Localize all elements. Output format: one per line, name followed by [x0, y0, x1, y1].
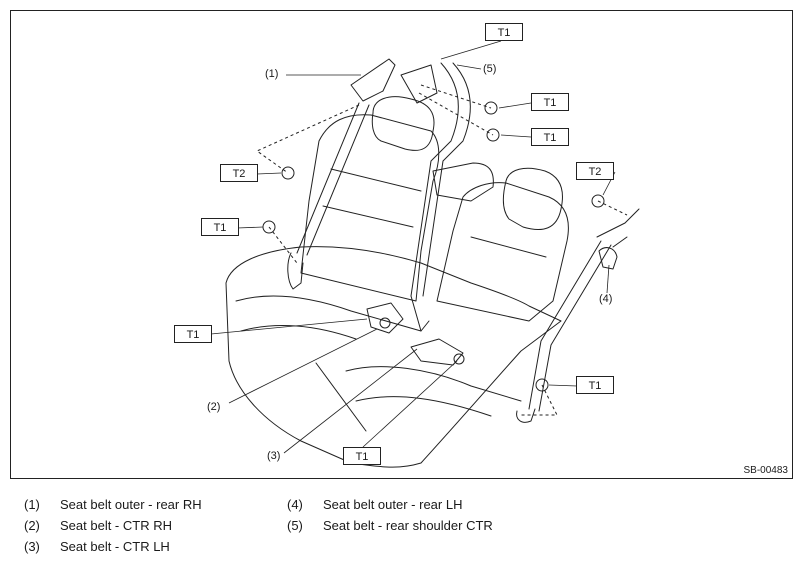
callout-1: (1)	[265, 68, 279, 80]
bolt	[535, 378, 549, 392]
cushion-seam	[235, 295, 422, 332]
bolt	[453, 353, 465, 365]
seatback-seam	[322, 205, 414, 228]
torque-tag-t1: T1	[201, 218, 239, 236]
buckle-ctr-lh	[410, 338, 464, 366]
seatback-seam	[470, 236, 547, 258]
belt-outer-rh	[296, 102, 370, 256]
bolt	[486, 128, 500, 142]
cushion-seam	[315, 362, 367, 432]
belt-outer-lh	[528, 240, 612, 412]
legend-number: (4)	[287, 497, 303, 512]
belt-shoulder-ctr	[410, 62, 471, 297]
headrest-rh	[371, 96, 435, 151]
torque-tag-t2: T2	[576, 162, 614, 180]
bolt	[379, 317, 391, 329]
seatback-seam	[330, 168, 422, 192]
legend: (1) Seat belt outer - rear RH (2) Seat b…	[0, 490, 804, 562]
bolt	[591, 194, 605, 208]
bolt	[484, 101, 498, 115]
retractor-ctr	[400, 64, 438, 104]
seat-belt-illustration	[210, 40, 640, 468]
tongue-ctr	[410, 295, 430, 332]
legend-text: Seat belt - CTR RH	[60, 518, 172, 533]
seat-back-lh	[436, 182, 569, 322]
legend-number: (3)	[24, 539, 40, 554]
center-armrest	[432, 162, 494, 202]
seat-cushion	[225, 246, 562, 468]
legend-text: Seat belt - rear shoulder CTR	[323, 518, 493, 533]
callout-4: (4)	[599, 293, 613, 305]
legend-text: Seat belt outer - rear LH	[323, 497, 463, 512]
belt-anchor-rh	[287, 252, 304, 290]
torque-tag-t1: T1	[531, 128, 569, 146]
seat-back-rh	[300, 114, 440, 302]
retractor-rh	[350, 58, 396, 102]
torque-tag-t1: T1	[485, 23, 523, 41]
diagram-frame: T1 T1 T1 T2 T1 T2 T1 T1 T1 (1) (5) (4) (…	[10, 10, 793, 479]
torque-tag-t2: T2	[220, 164, 258, 182]
callout-5: (5)	[483, 63, 497, 75]
legend-number: (2)	[24, 518, 40, 533]
cushion-seam	[345, 366, 522, 402]
torque-tag-t1: T1	[531, 93, 569, 111]
callout-3: (3)	[267, 450, 281, 462]
headrest-lh	[502, 167, 563, 231]
legend-number: (5)	[287, 518, 303, 533]
cushion-seam	[240, 324, 357, 340]
legend-number: (1)	[24, 497, 40, 512]
torque-tag-t1: T1	[576, 376, 614, 394]
torque-tag-t1: T1	[343, 447, 381, 465]
belt-anchor-lh	[516, 408, 536, 423]
buckle-ctr-rh	[366, 302, 404, 334]
callout-2: (2)	[207, 401, 221, 413]
belt-guide-lh	[596, 208, 640, 248]
bolt	[281, 166, 295, 180]
legend-text: Seat belt - CTR LH	[60, 539, 170, 554]
legend-text: Seat belt outer - rear RH	[60, 497, 202, 512]
torque-tag-t1: T1	[174, 325, 212, 343]
cushion-seam	[355, 396, 492, 417]
retractor-lh	[598, 247, 618, 270]
figure-id: SB-00483	[743, 465, 788, 476]
